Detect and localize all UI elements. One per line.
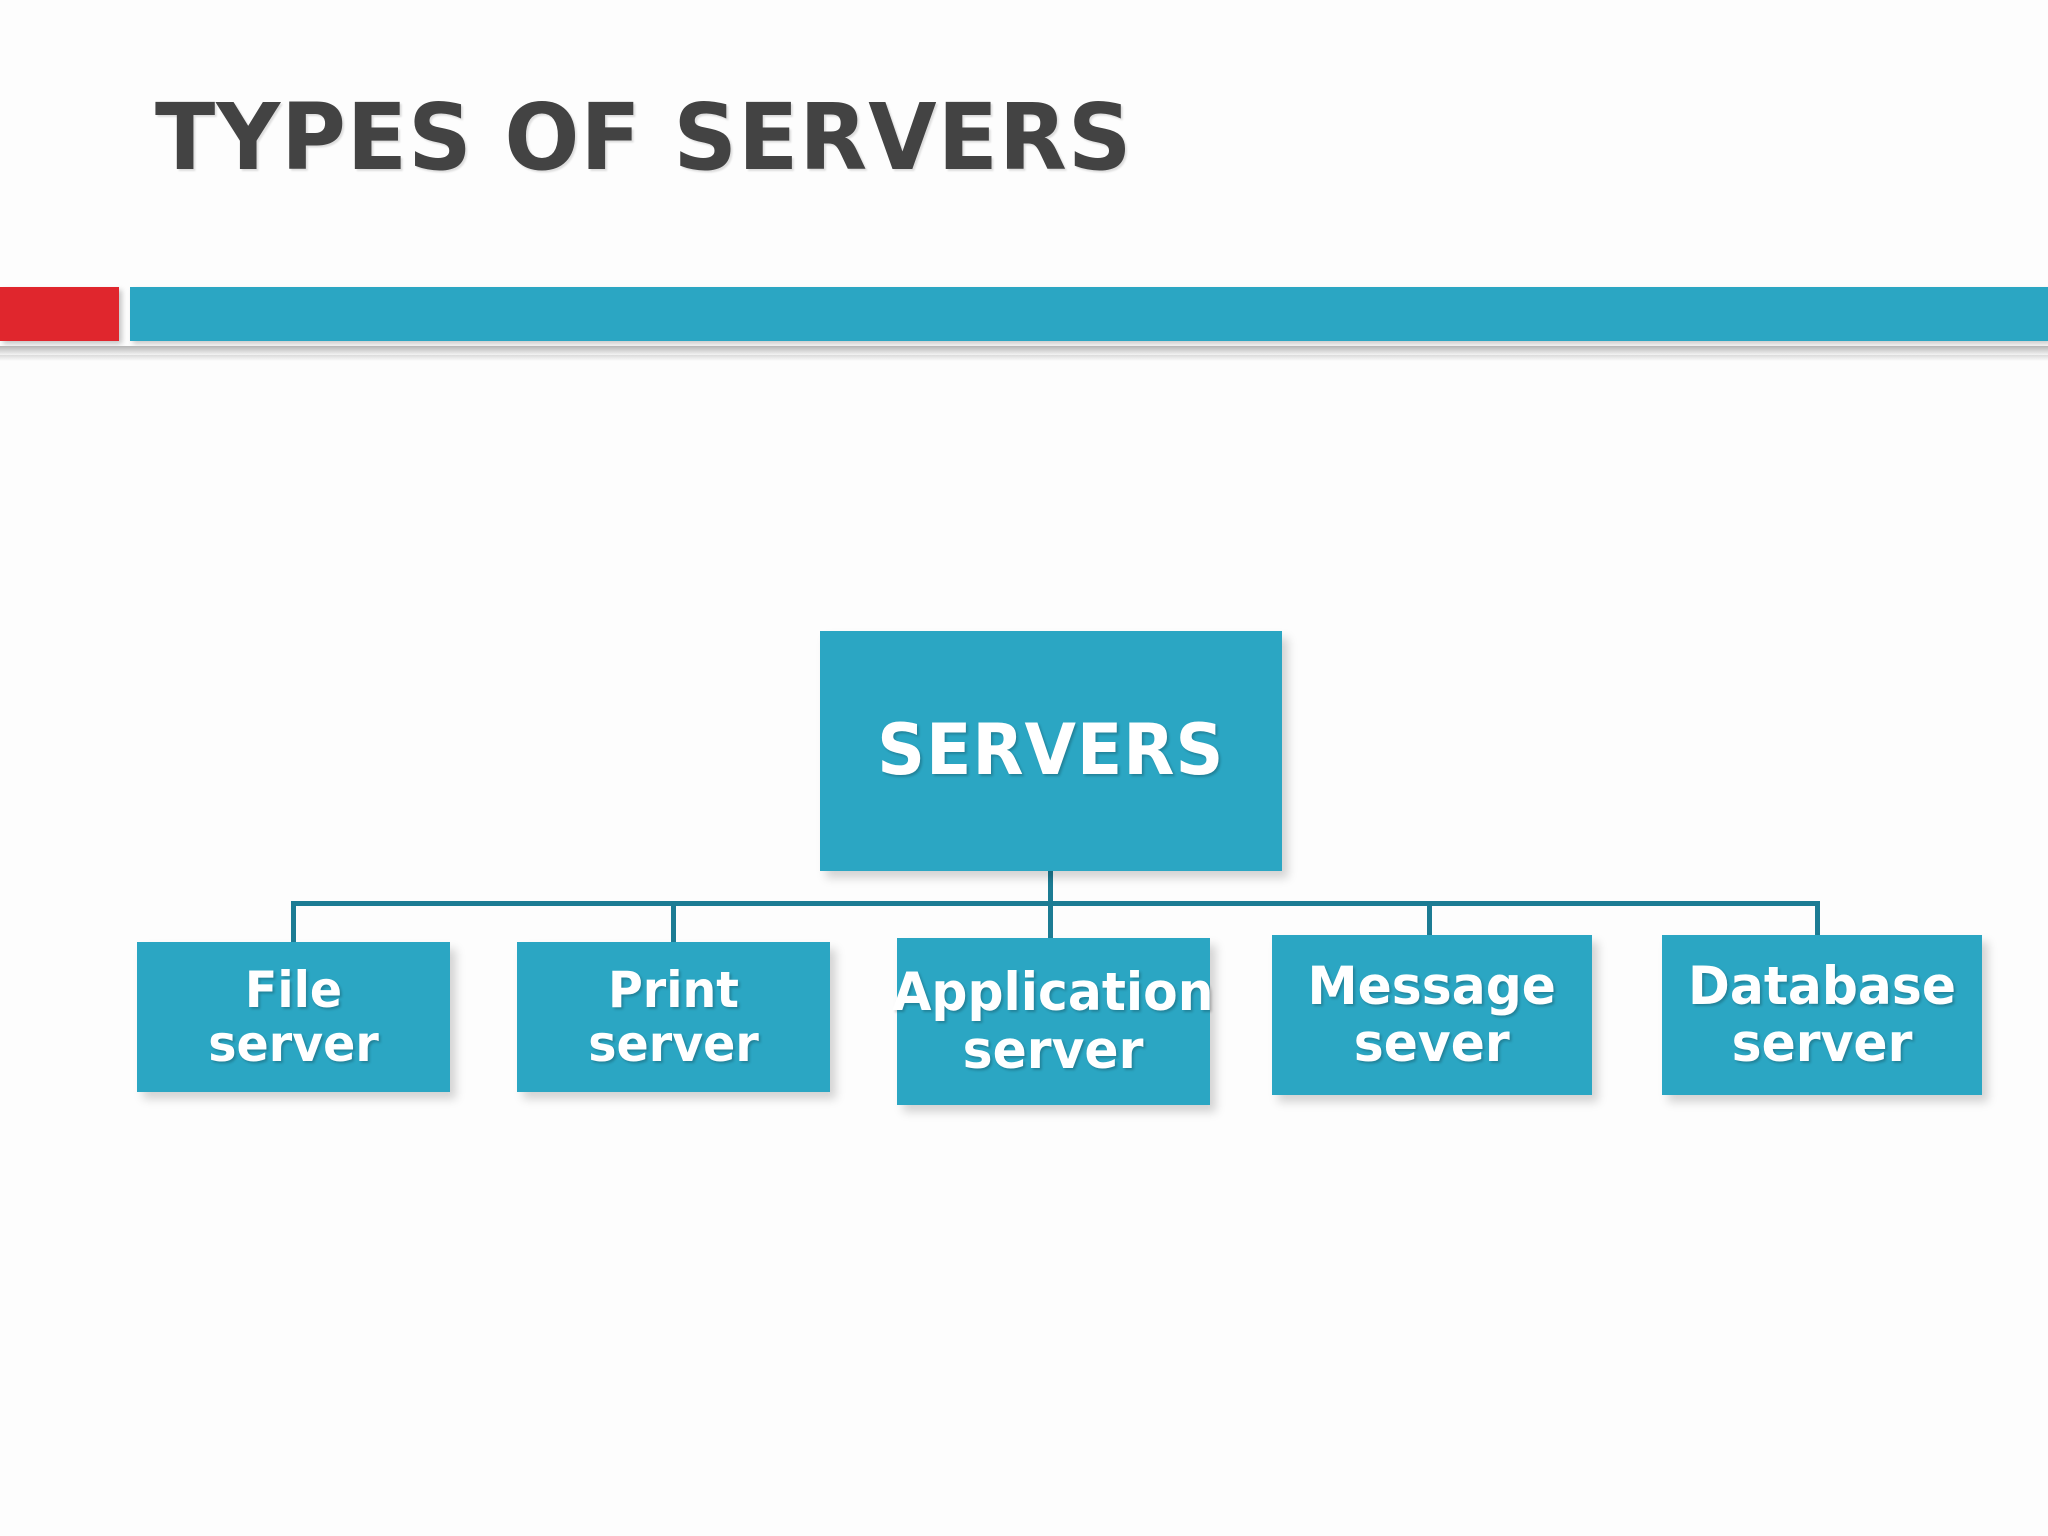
connector-horizontal-bus [291,901,1820,906]
node-database-server-line2: server [1731,1013,1913,1074]
node-message-server-label: Message sever [1300,958,1564,1072]
divider-shadow-gradient [0,355,2048,361]
node-servers[interactable]: SERVERS [820,631,1282,871]
connector-drop-database [1815,901,1820,938]
node-message-server-line2: sever [1354,1013,1510,1074]
node-print-server-label: Print server [588,961,759,1073]
node-message-server[interactable]: Message sever [1272,935,1592,1095]
connector-root-stem [1048,871,1053,905]
node-application-server[interactable]: Application server [893,938,1214,1105]
connector-drop-message [1427,901,1432,938]
connector-drop-file [291,901,296,945]
title-divider-band [0,287,2048,341]
node-application-server-line1: Application [892,962,1215,1024]
node-print-server[interactable]: Print server [517,942,830,1092]
node-application-server-label: Application server [885,964,1221,1078]
divider-teal-bar [130,287,2048,341]
divider-red-accent [0,287,119,341]
node-file-server-label: File server [208,961,379,1073]
node-application-server-line2: server [963,1019,1144,1081]
node-message-server-line1: Message [1307,955,1557,1017]
node-file-server[interactable]: File server [137,942,450,1092]
divider-shadow-line [0,346,2048,355]
node-database-server-line1: Database [1688,955,1956,1017]
node-servers-label: SERVERS [877,709,1225,792]
node-database-server-label: Database server [1680,958,1963,1072]
node-database-server[interactable]: Database server [1662,935,1982,1095]
connector-drop-print [671,901,676,945]
connector-drop-application [1048,901,1053,941]
page-title: TYPES OF SERVERS [155,84,1133,191]
